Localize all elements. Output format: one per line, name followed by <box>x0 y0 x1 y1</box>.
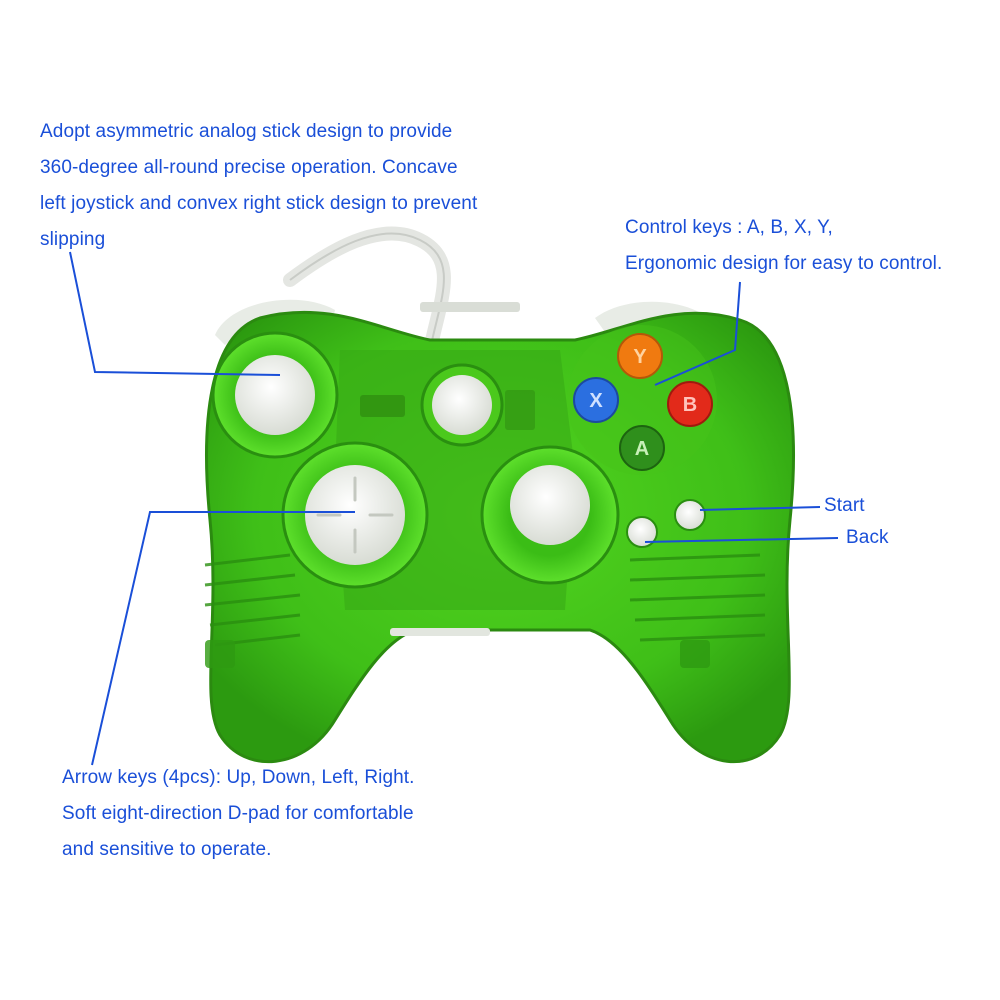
left-grip-ribs <box>204 553 301 647</box>
control-keys-annotation-line: Control keys : A, B, X, Y, <box>625 217 833 238</box>
dpad <box>305 465 405 565</box>
analog-stick-annotation: Adopt asymmetric analog stick design to … <box>40 114 477 258</box>
a-button <box>619 425 665 471</box>
arrow-keys-annotation: Arrow keys (4pcs): Up, Down, Left, Right… <box>62 760 415 868</box>
start-annotation: Start <box>824 495 865 516</box>
analog-annotation-line: left joystick and convex right stick des… <box>40 193 478 214</box>
leader-line-start <box>699 506 821 511</box>
analog-annotation-line: 360-degree all-round precise operation. … <box>40 157 458 178</box>
arrow-keys-annotation-line: Soft eight-direction D-pad for comfortab… <box>62 803 414 824</box>
a-button-label: A <box>635 438 649 460</box>
right-stick-cap <box>510 465 590 545</box>
arrow-keys-annotation-line: and sensitive to operate. <box>62 839 272 860</box>
control-keys-annotation-line: Ergonomic design for easy to control. <box>625 253 943 274</box>
analog-annotation-line: Adopt asymmetric analog stick design to … <box>40 121 453 142</box>
leader-line-back <box>644 537 839 543</box>
control-keys-annotation: Control keys : A, B, X, Y, Ergonomic des… <box>625 210 942 282</box>
x-button <box>573 377 619 423</box>
arrow-keys-annotation-line: Arrow keys (4pcs): Up, Down, Left, Right… <box>62 767 415 788</box>
y-button-label: Y <box>633 346 647 368</box>
y-button <box>617 333 663 379</box>
leader-line-arrow-keys <box>91 511 355 766</box>
leader-line-analog <box>69 251 281 376</box>
b-button <box>667 381 713 427</box>
b-button-label: B <box>683 394 697 416</box>
left-stick-cap <box>235 355 315 435</box>
leader-lines <box>69 251 839 766</box>
back-annotation: Back <box>846 527 889 548</box>
start-button <box>674 499 706 531</box>
guide-button <box>432 375 492 435</box>
analog-annotation-line: slipping <box>40 229 106 250</box>
x-button-label: X <box>589 390 603 412</box>
right-grip-ribs <box>629 553 766 642</box>
leader-line-control-keys <box>654 281 741 386</box>
back-button <box>626 516 658 548</box>
